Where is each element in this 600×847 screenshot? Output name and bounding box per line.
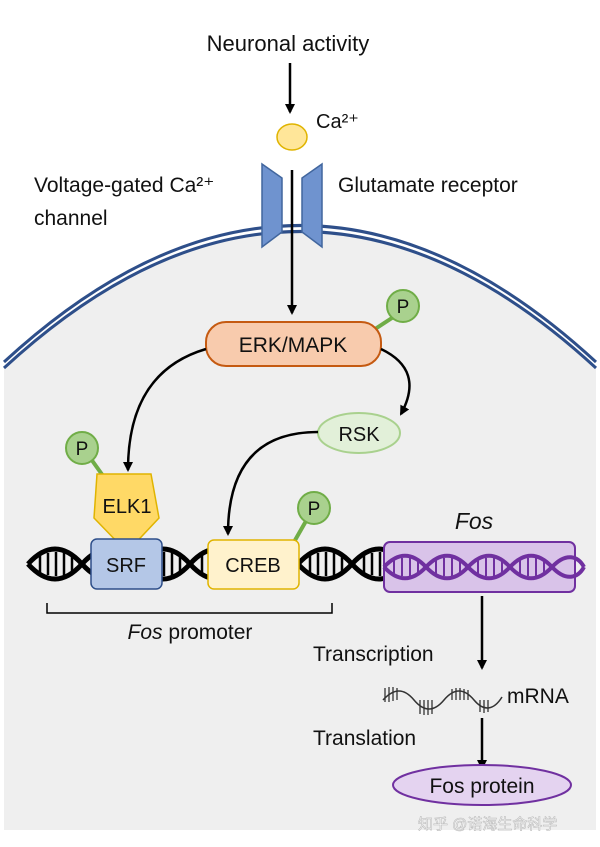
promoter-bracket <box>46 603 333 614</box>
cell-membrane-inner <box>2 230 598 370</box>
calcium-ion <box>276 123 308 151</box>
channel-right-subunit <box>301 162 323 249</box>
srf-box <box>90 538 163 590</box>
srf-label: SRF <box>106 555 146 577</box>
erk-to-rsk-arrow <box>380 347 411 416</box>
mrna-strand <box>382 687 503 715</box>
fos-protein-node <box>392 764 572 806</box>
fos-gene-box <box>383 541 576 593</box>
elk1-phospho <box>65 431 99 465</box>
fos-gene-label: Fos <box>455 508 494 534</box>
erk-to-elk1-arrow <box>123 347 207 472</box>
promoter-label-italic: Fos <box>128 621 164 644</box>
elk1-label: ELK1 <box>103 496 152 518</box>
cell-membrane-outer <box>2 224 598 364</box>
channel-left-subunit <box>261 162 283 249</box>
creb-label: CREB <box>225 555 281 577</box>
erk-mapk-box <box>205 321 382 367</box>
neuronal-activity-label: Neuronal activity <box>207 31 370 56</box>
erk-phospho-label: P <box>397 297 410 318</box>
creb-phospho-link <box>292 520 308 543</box>
mrna-label: mRNA <box>507 685 569 708</box>
creb-box <box>207 539 300 590</box>
promoter-label: Fos promoter <box>128 621 253 644</box>
watermark: 知乎 @诺海生命科学 <box>418 815 557 833</box>
creb-phospho <box>297 491 331 525</box>
transcription-label: Transcription <box>313 643 434 666</box>
vgcc-label-line2: channel <box>34 207 108 230</box>
fos-gene-dna <box>382 553 586 581</box>
erk-mapk-label: ERK/MAPK <box>239 334 348 357</box>
erk-phospho <box>386 289 420 323</box>
translation-label: Translation <box>313 727 416 750</box>
vgcc-label-line1: Voltage-gated Ca²⁺ <box>34 174 214 197</box>
rsk-to-creb-arrow <box>223 430 319 536</box>
fos-protein-label: Fos protein <box>429 775 534 798</box>
ion-channel <box>261 162 323 249</box>
promoter-label-rest: promoter <box>163 621 253 644</box>
elk1-shape <box>93 473 160 554</box>
elk1-phospho-label: P <box>76 439 89 460</box>
calcium-label: Ca²⁺ <box>316 111 359 133</box>
glutamate-receptor-label: Glutamate receptor <box>338 174 518 197</box>
creb-phospho-label: P <box>308 499 321 520</box>
rsk-label: RSK <box>338 424 380 446</box>
